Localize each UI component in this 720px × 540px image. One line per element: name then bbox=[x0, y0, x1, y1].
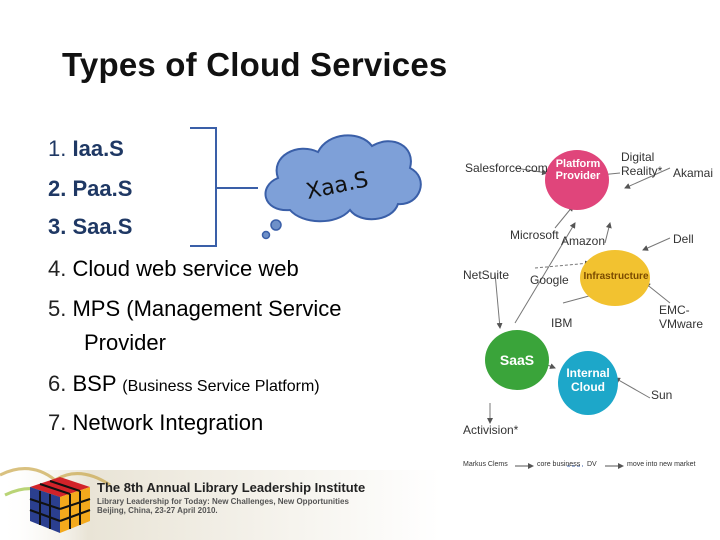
google-label: Google bbox=[530, 273, 569, 287]
sun-label: Sun bbox=[651, 388, 673, 402]
dell-label: Dell bbox=[673, 232, 694, 246]
saas-label: SaaS bbox=[499, 352, 535, 368]
infrastructure-label: Infrastructure bbox=[583, 271, 649, 282]
platform-provider-label: Platform Provider bbox=[555, 158, 601, 182]
legend-label: Markus Clems bbox=[463, 461, 508, 468]
salesforce-label: Salesforce.com bbox=[465, 161, 548, 175]
thought-cloud bbox=[261, 134, 422, 240]
cube-logo bbox=[29, 477, 91, 533]
platform-provider-bubble bbox=[545, 150, 609, 210]
ibm-label: IBM bbox=[551, 316, 573, 330]
activision-label: Activision* bbox=[463, 423, 519, 437]
list-item-continuation: Provider bbox=[84, 330, 166, 355]
list-item: 7. Network Integration bbox=[48, 410, 264, 435]
banner-title: The 8th Annual Library Leadership Instit… bbox=[97, 480, 366, 495]
diagram-arrows bbox=[485, 150, 671, 469]
microsoft-label: Microsoft bbox=[510, 228, 559, 242]
internal-cloud-bubble bbox=[558, 351, 618, 415]
cloud-ecosystem-diagram: Platform Provider Infrastructure SaaS In… bbox=[455, 128, 717, 478]
list-item: 1. Iaa.S bbox=[48, 136, 124, 161]
internal-cloud-label: Internal Cloud bbox=[566, 366, 610, 394]
netsuite-label: NetSuite bbox=[463, 268, 510, 282]
saas-bubble bbox=[485, 330, 549, 390]
legend-label: DV bbox=[587, 461, 597, 468]
bracket bbox=[190, 127, 258, 247]
amazon-label: Amazon bbox=[561, 234, 606, 248]
banner-subtitle: Library Leadership for Today: New Challe… bbox=[97, 497, 349, 506]
legend-label: move into new market bbox=[627, 461, 696, 468]
list-item: 2. Paa.S bbox=[48, 176, 133, 201]
list-item: 4. Cloud web service web bbox=[48, 256, 299, 281]
digital-reality-label: Digital Reality* bbox=[621, 150, 663, 178]
list-item: 6. BSP (Business Service Platform) bbox=[48, 371, 320, 396]
banner-date: Beijing, China, 23-27 April 2010. bbox=[97, 506, 218, 515]
akamai-label: Akamai bbox=[673, 166, 714, 180]
slide-title: Types of Cloud Services bbox=[62, 46, 448, 83]
conference-banner-graphic bbox=[0, 467, 440, 540]
emc-vmware-label: EMC-VMware bbox=[659, 303, 704, 331]
list-item: 5. MPS (Management Service bbox=[48, 296, 342, 321]
infrastructure-bubble bbox=[580, 250, 650, 306]
list-item: 3. Saa.S bbox=[48, 214, 133, 239]
legend-label: core business bbox=[537, 461, 581, 468]
